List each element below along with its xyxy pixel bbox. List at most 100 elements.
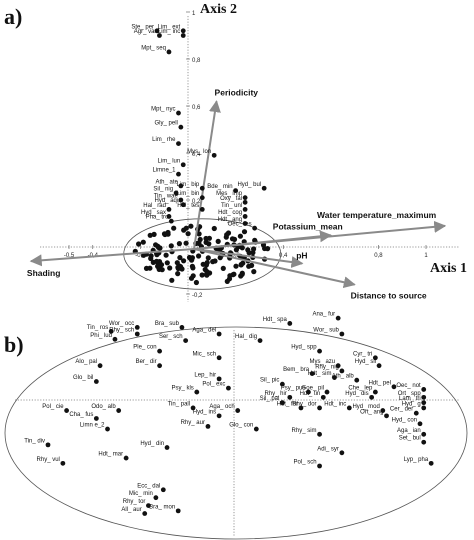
- species-label: Pol_ exc: [202, 382, 225, 388]
- site-point: [183, 225, 189, 231]
- site-point: [164, 260, 170, 266]
- species-label: Hdt_ tin: [300, 391, 321, 397]
- species-label: Hal_ dig: [235, 334, 257, 340]
- species-point: [157, 363, 163, 369]
- species-point: [233, 188, 239, 194]
- species-label: Ath_ alb: [332, 374, 355, 380]
- x-tick-label: -0,5: [64, 253, 75, 259]
- species-label: Ple_ con: [133, 345, 156, 351]
- species-point: [421, 394, 427, 400]
- site-point: [231, 271, 237, 277]
- species-point: [199, 185, 205, 191]
- species-label: Mpt_ nyc: [151, 107, 175, 113]
- species-point: [93, 416, 99, 421]
- site-point: [185, 231, 191, 237]
- species-label: Hyd_ sil: [355, 359, 376, 365]
- species-point: [146, 503, 151, 508]
- species-point: [421, 400, 427, 406]
- species-point: [105, 426, 110, 432]
- species-label: Hdt_ spa: [263, 317, 288, 323]
- site-point: [183, 240, 189, 246]
- species-label: Limn e_2: [80, 423, 105, 429]
- species-label: Glo_ con: [229, 423, 253, 429]
- species-label: Bem_ bra: [283, 367, 310, 373]
- site-point: [239, 271, 245, 277]
- species-point: [176, 171, 181, 177]
- species-point: [108, 328, 114, 334]
- species-label: Ort_ spp: [398, 391, 422, 397]
- species-point: [157, 33, 162, 38]
- site-point: [229, 236, 236, 242]
- species-label: Lim_ rhe: [152, 137, 176, 143]
- species-point: [335, 315, 341, 321]
- species-label: Cha_ fus: [69, 412, 93, 418]
- species-point: [153, 495, 159, 501]
- site-point: [189, 263, 195, 269]
- site-point: [246, 250, 252, 256]
- species-point: [421, 387, 427, 392]
- species-label: Hyd_ g: [402, 401, 421, 407]
- site-point: [206, 241, 212, 247]
- species-point: [335, 363, 341, 369]
- species-label: Rhy_ vul: [37, 457, 60, 463]
- species-label: Alo_ pal: [75, 359, 97, 365]
- species-label: Adi_ syr: [317, 446, 339, 452]
- site-point: [136, 241, 142, 247]
- panel-a-ordination: a) Axis 2 Axis 1 -0,5-0,4-0,20,20,40,811…: [4, 2, 467, 302]
- species-label: Hyd_ dis: [345, 391, 368, 397]
- species-label: Tin_ ros: [87, 325, 108, 331]
- species-label: Sil_ nig: [153, 186, 173, 192]
- site-point: [251, 269, 257, 275]
- site-point: [147, 265, 153, 271]
- species-point: [421, 405, 427, 411]
- species-label: Hdt_ cog: [218, 210, 242, 216]
- species-label: Tin_ unl: [221, 203, 242, 209]
- species-point: [180, 28, 186, 34]
- site-point: [212, 258, 218, 264]
- species-point: [287, 394, 293, 400]
- species-label: Odo_ alb: [91, 404, 116, 410]
- species-label: Hdt_ sim: [308, 371, 332, 377]
- species-point: [134, 331, 140, 337]
- site-point: [163, 252, 169, 258]
- species-label: Mes_ imp: [216, 191, 243, 197]
- species-label: Wor_ sub: [313, 328, 339, 334]
- species-point: [324, 389, 330, 395]
- species-label: Hdt_ ang: [218, 217, 242, 223]
- species-label: Hdt_ pel: [369, 380, 391, 386]
- species-point: [112, 336, 118, 342]
- site-point: [151, 231, 157, 237]
- species-label: Psy_ pus: [281, 386, 306, 392]
- species-point: [166, 207, 172, 212]
- species-point: [93, 379, 99, 384]
- site-point: [188, 223, 194, 229]
- site-point: [177, 255, 183, 261]
- panel-b-frame: [4, 326, 468, 540]
- species-point: [216, 355, 222, 361]
- species-point: [306, 389, 311, 395]
- species-point: [45, 442, 51, 448]
- species-label: Aga_ och: [209, 404, 234, 410]
- species-point: [123, 455, 129, 461]
- site-point: [204, 269, 210, 275]
- species-point: [320, 394, 326, 400]
- species-point: [346, 405, 352, 411]
- species-point: [376, 363, 382, 369]
- site-point: [168, 243, 174, 249]
- species-point: [216, 331, 222, 337]
- site-point: [167, 265, 173, 271]
- species-label: Ana_ fur: [312, 312, 335, 318]
- species-point: [380, 408, 386, 413]
- site-point: [171, 225, 177, 231]
- species-label: Pol_ cie: [42, 404, 64, 410]
- site-point: [203, 235, 209, 242]
- species-label: Rhy_ sim: [292, 428, 317, 434]
- species-point: [242, 199, 248, 205]
- species-label: Hyd_ ins: [193, 409, 216, 415]
- site-point: [153, 242, 159, 248]
- species-label: Hyd_ aqu: [155, 198, 181, 204]
- x-axis-title: Axis 1: [430, 261, 467, 276]
- site-point: [181, 258, 187, 264]
- species-point: [287, 321, 293, 326]
